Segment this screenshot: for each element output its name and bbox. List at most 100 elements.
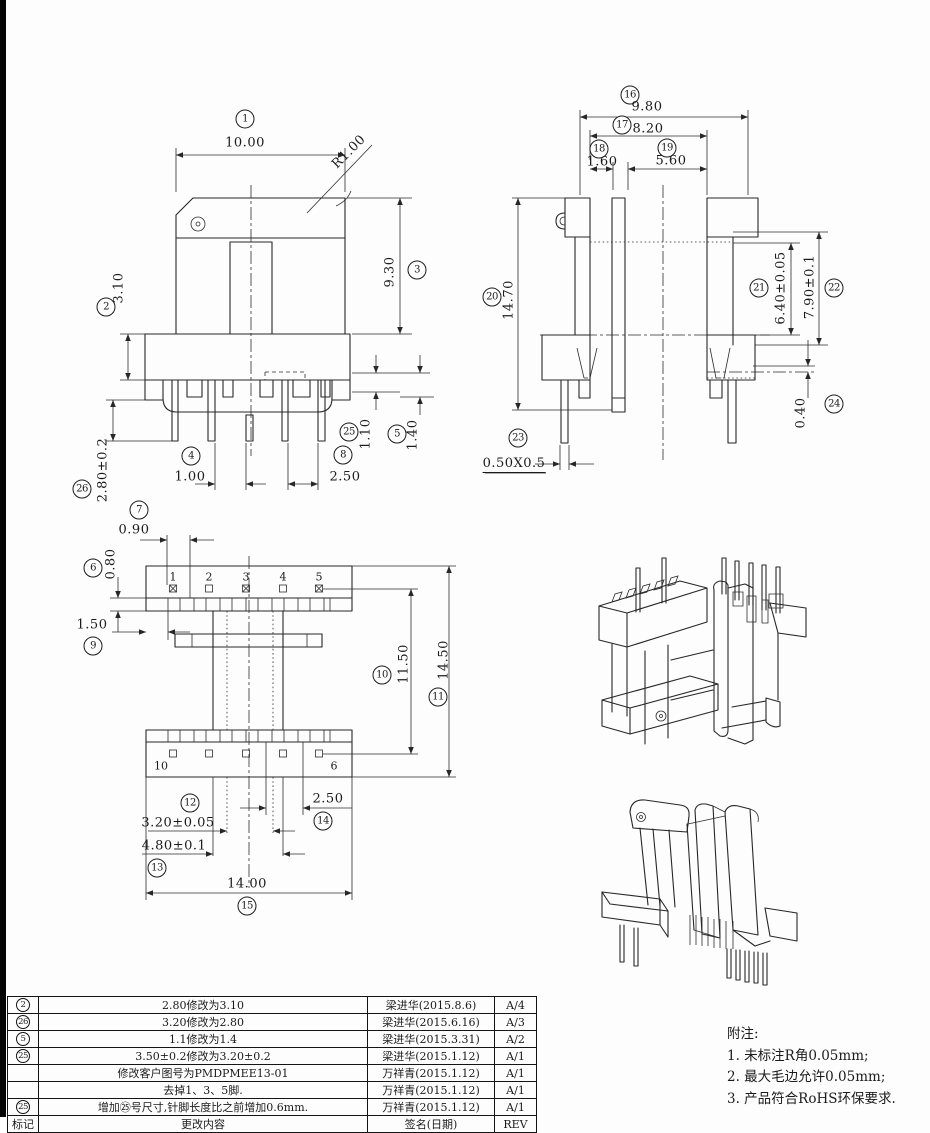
dim-side-width: 9.80 bbox=[631, 99, 663, 115]
dim-top-pin-offset: 0.90 bbox=[118, 522, 150, 538]
balloon-14: 14 bbox=[313, 811, 333, 831]
rev-header-rev: REV bbox=[494, 1115, 537, 1133]
rev-rev: A/2 bbox=[494, 1030, 537, 1048]
balloon-4: 4 bbox=[181, 446, 201, 466]
rev-sign: 万祥青(2015.1.12) bbox=[367, 1081, 495, 1099]
balloon-10: 10 bbox=[372, 665, 392, 685]
balloon-21: 21 bbox=[749, 278, 769, 298]
revision-row: 2 2.80修改为3.10 梁进华(2015.8.6) A/4 bbox=[7, 996, 537, 1014]
notes-block: 附注: 1. 未标注R角0.05mm; 2. 最大毛边允许0.05mm; 3. … bbox=[727, 1024, 896, 1110]
dim-front-step1: 1.10 bbox=[358, 418, 374, 450]
dim-top-tooth-height: 0.80 bbox=[103, 548, 119, 580]
front-view bbox=[106, 144, 434, 490]
iso-view-top bbox=[598, 557, 807, 745]
rev-mark-balloon: 25 bbox=[16, 1049, 30, 1063]
dim-side-outer-height: 7.90±0.1 bbox=[802, 254, 818, 320]
iso-view-bottom bbox=[601, 799, 798, 986]
side-view bbox=[485, 110, 828, 474]
rev-content: 去掉1、3、5脚. bbox=[38, 1081, 368, 1099]
scan-edge-bar bbox=[0, 0, 6, 1117]
pin-label-3: 3 bbox=[242, 570, 250, 584]
rev-sign: 梁进华(2015.6.16) bbox=[367, 1013, 495, 1031]
dim-side-flange: 1.60 bbox=[586, 154, 618, 170]
rev-header-content: 更改内容 bbox=[38, 1115, 368, 1133]
balloon-7: 7 bbox=[129, 500, 149, 520]
dim-top-slot-width: 3.20±0.05 bbox=[141, 815, 215, 831]
revision-row: 26 3.20修改为2.80 梁进华(2015.6.16) A/3 bbox=[7, 1013, 537, 1031]
dim-top-core-width: 4.80±0.1 bbox=[141, 838, 207, 854]
pin-label-4: 4 bbox=[279, 570, 287, 584]
dim-top-edge-offset: 1.50 bbox=[76, 617, 108, 633]
balloon-25-front: 25 bbox=[339, 422, 359, 442]
balloon-18: 18 bbox=[589, 139, 609, 159]
rev-rev: A/1 bbox=[494, 1098, 537, 1116]
pin-label-1: 1 bbox=[169, 570, 177, 584]
dim-side-inner-width: 8.20 bbox=[632, 121, 664, 137]
rev-rev: A/3 bbox=[494, 1013, 537, 1031]
rev-rev: A/4 bbox=[494, 996, 537, 1014]
rev-header-mark: 标记 bbox=[7, 1115, 39, 1133]
rev-rev: A/1 bbox=[494, 1047, 537, 1065]
rev-mark-balloon: 5 bbox=[16, 1032, 30, 1046]
revision-header-row: 标记 更改内容 签名(日期) REV bbox=[7, 1115, 537, 1133]
balloon-8: 8 bbox=[333, 445, 353, 465]
balloon-23: 23 bbox=[508, 428, 528, 448]
note-line-1: 1. 未标注R角0.05mm; bbox=[727, 1047, 869, 1064]
balloon-17: 17 bbox=[612, 115, 632, 135]
balloon-11: 11 bbox=[428, 687, 448, 707]
rev-mark-balloon: 25 bbox=[16, 1100, 30, 1114]
balloon-3: 3 bbox=[407, 260, 427, 280]
balloon-16: 16 bbox=[620, 85, 640, 105]
balloon-2: 2 bbox=[96, 297, 116, 317]
rev-sign: 梁进华(2015.3.31) bbox=[367, 1030, 495, 1048]
rev-sign: 梁进华(2015.1.12) bbox=[367, 1047, 495, 1065]
dim-front-width: 10.00 bbox=[225, 135, 265, 151]
balloon-13: 13 bbox=[147, 858, 167, 878]
note-line-3: 3. 产品符合RoHS环保要求. bbox=[727, 1090, 896, 1107]
revision-row: 5 1.1修改为1.4 梁进华(2015.3.31) A/2 bbox=[7, 1030, 537, 1048]
rev-rev: A/1 bbox=[494, 1064, 537, 1082]
balloon-26: 26 bbox=[72, 479, 92, 499]
rev-content: 3.50±0.2修改为3.20±0.2 bbox=[38, 1047, 368, 1065]
balloon-20: 20 bbox=[482, 287, 502, 307]
top-view bbox=[110, 535, 456, 900]
dim-front-step2: 1.40 bbox=[405, 419, 421, 451]
dim-front-pin-gap: 1.00 bbox=[174, 469, 206, 485]
dim-top-total-width: 14.00 bbox=[227, 876, 267, 892]
dim-top-pin-row-span: 11.50 bbox=[396, 644, 412, 684]
rev-content: 2.80修改为3.10 bbox=[38, 996, 368, 1014]
pin-label-10: 10 bbox=[154, 759, 168, 773]
rev-mark-balloon: 26 bbox=[16, 1015, 30, 1029]
balloon-22: 22 bbox=[824, 278, 844, 298]
balloon-5: 5 bbox=[387, 424, 407, 444]
balloon-15: 15 bbox=[237, 896, 257, 916]
balloon-12: 12 bbox=[180, 793, 200, 813]
revision-table: 2 2.80修改为3.10 梁进华(2015.8.6) A/4 26 3.20修… bbox=[7, 996, 537, 1133]
rev-content: 增加㉕号尺寸,针脚长度比之前增加0.6mm. bbox=[38, 1098, 368, 1116]
balloon-1: 1 bbox=[235, 109, 255, 129]
dim-side-step: 0.40 bbox=[793, 397, 809, 429]
dim-front-height: 9.30 bbox=[382, 256, 398, 288]
pin-label-2: 2 bbox=[205, 570, 213, 584]
rev-content: 1.1修改为1.4 bbox=[38, 1030, 368, 1048]
note-line-2: 2. 最大毛边允许0.05mm; bbox=[727, 1069, 886, 1085]
dim-front-base-height: 3.10 bbox=[111, 272, 127, 304]
rev-sign: 梁进华(2015.8.6) bbox=[367, 996, 495, 1014]
pin-label-6: 6 bbox=[330, 759, 338, 773]
dim-side-core-height: 6.40±0.05 bbox=[773, 251, 789, 325]
dim-front-pin-length: 2.80±0.2 bbox=[95, 437, 111, 503]
revision-row: 去掉1、3、5脚. 万祥青(2015.1.12) A/1 bbox=[7, 1081, 537, 1099]
revision-row: 修改客户图号为PMDPMEE13-01 万祥青(2015.1.12) A/1 bbox=[7, 1064, 537, 1082]
revision-row: 25 增加㉕号尺寸,针脚长度比之前增加0.6mm. 万祥青(2015.1.12)… bbox=[7, 1098, 537, 1116]
rev-mark-balloon: 2 bbox=[16, 998, 30, 1012]
balloon-9: 9 bbox=[83, 636, 103, 656]
dim-top-total-depth: 14.50 bbox=[436, 640, 452, 680]
dim-side-window: 5.60 bbox=[655, 153, 687, 169]
rev-content: 修改客户图号为PMDPMEE13-01 bbox=[38, 1064, 368, 1082]
balloon-19: 19 bbox=[657, 138, 677, 158]
pin-label-5: 5 bbox=[315, 570, 323, 584]
rev-content: 3.20修改为2.80 bbox=[38, 1013, 368, 1031]
notes-title: 附注: bbox=[727, 1026, 759, 1042]
